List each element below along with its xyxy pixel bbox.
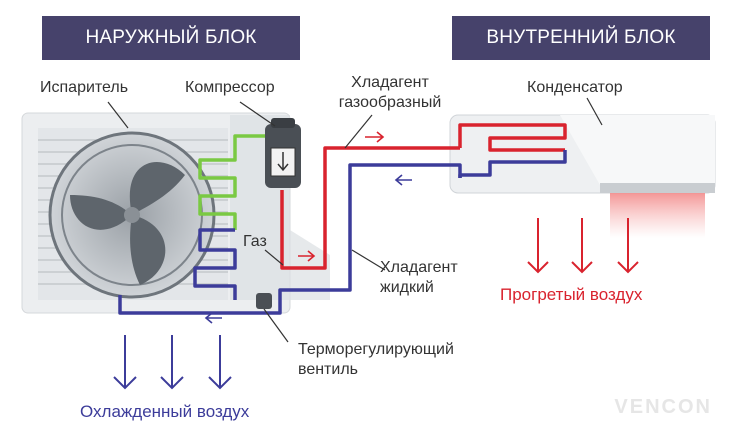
cool-air-arrows — [113, 335, 232, 390]
warm-airflow — [610, 193, 705, 238]
valve-label-line1: Терморегулирующий — [298, 341, 454, 358]
refrigerant-lines — [118, 123, 567, 315]
evaporator-label: Испаритель — [40, 79, 129, 96]
warm-air-label: Прогретый воздух — [500, 285, 643, 304]
compressor-icon — [265, 118, 301, 188]
warm-air-arrow-icon — [527, 218, 549, 274]
outdoor-unit-header: НАРУЖНЫЙ БЛОК — [42, 16, 300, 60]
refrigerant-gas-label-line2: газообразный — [338, 94, 442, 111]
outdoor-unit — [21, 112, 330, 314]
gas-label: Газ — [243, 233, 267, 250]
fan-icon — [48, 131, 216, 299]
cool-air-arrow-icon — [113, 335, 137, 390]
refrigerant-gas-label: Хладагент газообразный — [335, 73, 445, 113]
refrigerant-liquid-label-line1: Хладагент — [380, 259, 458, 276]
warm-air-arrows — [527, 218, 639, 274]
warm-air-arrow-icon — [571, 218, 593, 274]
flow-arrows — [204, 131, 412, 324]
refrigerant-liquid-label: Хладагент жидкий — [380, 258, 458, 298]
warm-air-arrow-icon — [617, 218, 639, 274]
cool-air-arrow-icon — [160, 335, 184, 390]
refrigerant-gas-label-line1: Хладагент — [351, 74, 429, 91]
cool-air-arrow-icon — [208, 335, 232, 390]
valve-label-line2: вентиль — [298, 361, 358, 378]
vencon-logo: VENCON — [614, 396, 712, 418]
indoor-unit — [449, 114, 716, 238]
leader-lines — [107, 97, 603, 271]
indoor-unit-header: ВНУТРЕННИЙ БЛОК — [452, 16, 710, 60]
refrigerant-liquid-label-line2: жидкий — [380, 279, 434, 296]
valve-icon — [256, 293, 289, 343]
valve-label: Терморегулирующий вентиль — [298, 340, 454, 380]
cool-air-label: Охлажденный воздух — [80, 402, 250, 421]
condenser-label: Конденсатор — [527, 79, 623, 96]
compressor-label: Компрессор — [185, 79, 275, 96]
